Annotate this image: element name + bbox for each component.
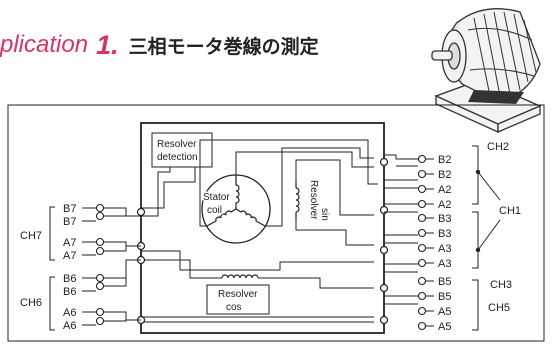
left-terminal-labels: B7 B7 A7 A7 B6 B6 A6 A6 [63,203,76,332]
right-terminal-circles [417,154,427,331]
page-title: 三相モータ巻線の測定 [128,35,319,58]
right-dashes [426,158,434,327]
resolver-detection-box [151,132,213,168]
channel-label-ch6: CH6 [20,297,42,309]
probe-dots [475,169,481,253]
right-brackets [472,145,501,331]
resolver-sin-label: sin [319,208,330,221]
terminal-label-a6: A6 [63,320,76,332]
stator-windings [206,175,266,227]
terminal-label-b5: B5 [438,276,451,288]
left-brackets [49,206,55,331]
terminal-label-a5: A5 [438,321,451,333]
title-italic-text: plication [0,31,89,58]
resolver-cos-coil [221,274,259,279]
left-dashes [82,207,96,326]
resolver-detection-label: detection [157,152,198,163]
resolver-cos-box [206,284,270,315]
terminal-label-b2: B2 [438,169,451,181]
terminal-label-a2: A2 [438,199,451,211]
channel-label-ch3: CH3 [490,279,512,291]
resolver-detection-label: Resolver [157,139,197,150]
motor-illustration [431,8,542,134]
terminal-label-b6: B6 [63,273,76,285]
resolver-cos-label: Resolver [218,289,258,300]
resolver-sin-coil [295,182,300,220]
right-terminal-labels: B2 B2 A2 A2 B3 B3 A3 A3 B5 B5 A5 A5 [438,154,451,333]
terminal-label-a6: A6 [63,307,76,319]
channel-label-ch1: CH1 [499,205,521,217]
terminal-label-b5: B5 [438,291,451,303]
outer-frame [7,104,545,342]
terminal-label-b7: B7 [63,203,76,215]
title-bar: plication 1. 三相モータ巻線の測定 [0,27,319,63]
motor-box [140,122,385,334]
resolver-cos-label: cos [226,302,242,313]
channel-label-ch2: CH2 [487,141,509,153]
terminal-label-a5: A5 [438,306,451,318]
terminal-label-b3: B3 [438,228,451,240]
terminal-label-a7: A7 [63,250,76,262]
stator-label: coil [207,205,222,216]
terminal-label-b7: B7 [63,216,76,228]
terminal-label-b6: B6 [63,286,76,298]
terminal-label-b2: B2 [438,154,451,166]
terminal-label-a2: A2 [438,184,451,196]
terminal-label-a7: A7 [63,237,76,249]
application-number: 1. [96,29,119,60]
right-terminal-wires [384,154,418,305]
wiring-diagram: Resolver detection Stator coil Resolver … [0,100,552,346]
internal-wiring [140,139,378,323]
left-terminal-group [104,207,141,322]
wiring-diagram-svg: Resolver detection Stator coil Resolver … [7,104,545,342]
resolver-sin-label: Resolver [308,180,319,220]
terminal-label-b3: B3 [438,213,451,225]
channel-label-ch5: CH5 [488,302,510,314]
channel-label-ch7: CH7 [20,230,42,242]
terminal-label-a3: A3 [438,258,451,270]
terminal-label-a3: A3 [438,243,451,255]
left-terminal-circles [95,203,105,326]
stator-label: Stator [203,192,230,203]
